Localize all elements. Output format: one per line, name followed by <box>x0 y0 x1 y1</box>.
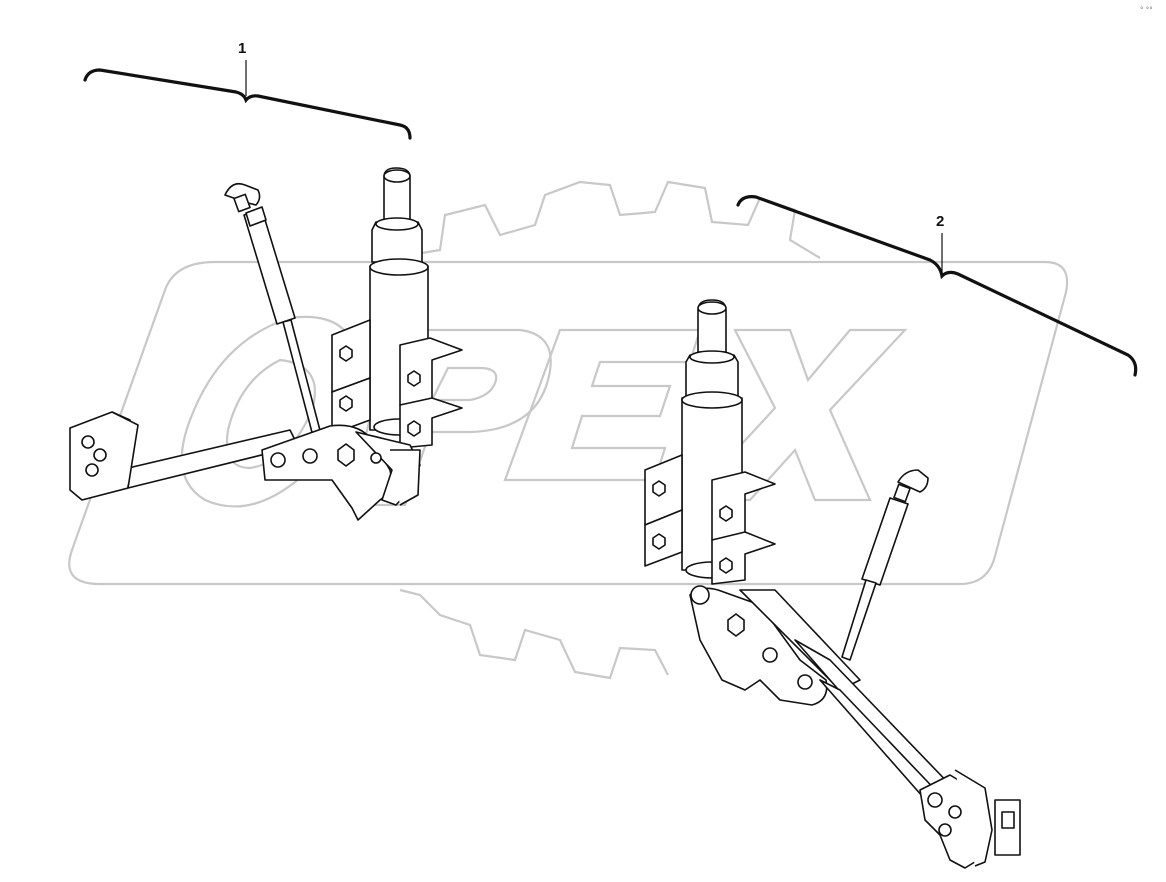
watermark-badge <box>68 260 1069 586</box>
assembly-2-gas-strut <box>841 469 929 661</box>
assembly-1 <box>69 167 463 521</box>
callout-1-bracket <box>83 68 412 140</box>
assembly-2-pedal-arm <box>689 585 1021 869</box>
assembly-2-bolt <box>719 557 733 574</box>
assembly-1-bolt <box>339 345 353 362</box>
watermark-gear-bottom <box>399 588 669 680</box>
assembly-2-bolt <box>652 480 666 497</box>
callout-1: 1 <box>83 40 412 140</box>
watermark-gear-top <box>409 180 821 259</box>
corner-mark: ° °° <box>1140 6 1153 14</box>
assembly-2-bolt <box>652 533 666 550</box>
callout-2-bracket <box>736 195 1138 377</box>
assembly-2-mount-brackets <box>644 454 776 585</box>
watermark-letter-p <box>348 328 552 507</box>
assembly-1-bolt <box>407 370 421 387</box>
assembly-1-bolt <box>407 420 421 437</box>
assembly-1-pedal-arm <box>69 411 421 521</box>
callout-1-number: 1 <box>238 40 246 57</box>
assembly-1-bolt <box>339 395 353 412</box>
callout-2: 2 <box>736 195 1138 377</box>
watermark-letter-e <box>503 328 702 482</box>
assembly-1-mount-brackets <box>331 319 463 449</box>
assembly-1-gas-strut <box>224 182 323 441</box>
assembly-2-bolt <box>719 505 733 522</box>
callout-2-number: 2 <box>936 213 944 230</box>
assembly-2 <box>644 299 1021 869</box>
